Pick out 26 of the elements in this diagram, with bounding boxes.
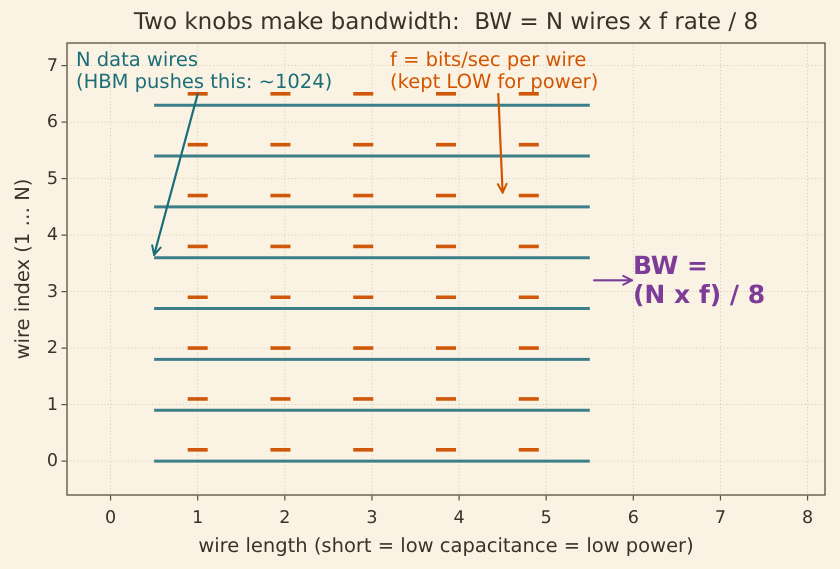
tick-label: 4 [454, 508, 465, 528]
arrow [593, 274, 634, 286]
arrow [496, 92, 508, 194]
tick-label: 1 [192, 508, 204, 528]
tick-label: 2 [46, 338, 58, 358]
tick-label: 4 [46, 225, 58, 246]
tick-label: 6 [46, 112, 58, 132]
tick-label: 3 [366, 508, 378, 528]
tick-label: 3 [46, 282, 58, 302]
tick-label: 5 [46, 168, 58, 189]
annotation-text: N data wires (HBM pushes this: ~1024) [76, 49, 332, 93]
tick-label: 5 [540, 508, 552, 528]
formula-text: BW = (N x f) / 8 [633, 251, 766, 309]
tick-label: 7 [714, 508, 726, 528]
tick-label: 7 [46, 56, 58, 76]
arrow [151, 92, 199, 256]
axis-title: wire length (short = low capacitance = low power) [198, 535, 694, 557]
axis-title: wire index (1 … N) [12, 178, 34, 360]
tick-label: 0 [105, 508, 116, 528]
tick-label: 6 [628, 508, 639, 528]
chart-title: Two knobs make bandwidth: BW = N wires x f rate / 8 [134, 9, 758, 35]
tick-label: 0 [46, 451, 58, 472]
tick-label: 8 [802, 508, 814, 528]
annotation-text: f = bits/sec per wire (kept LOW for power) [390, 49, 598, 93]
tick-label: 1 [46, 394, 58, 415]
tick-label: 2 [279, 508, 290, 528]
